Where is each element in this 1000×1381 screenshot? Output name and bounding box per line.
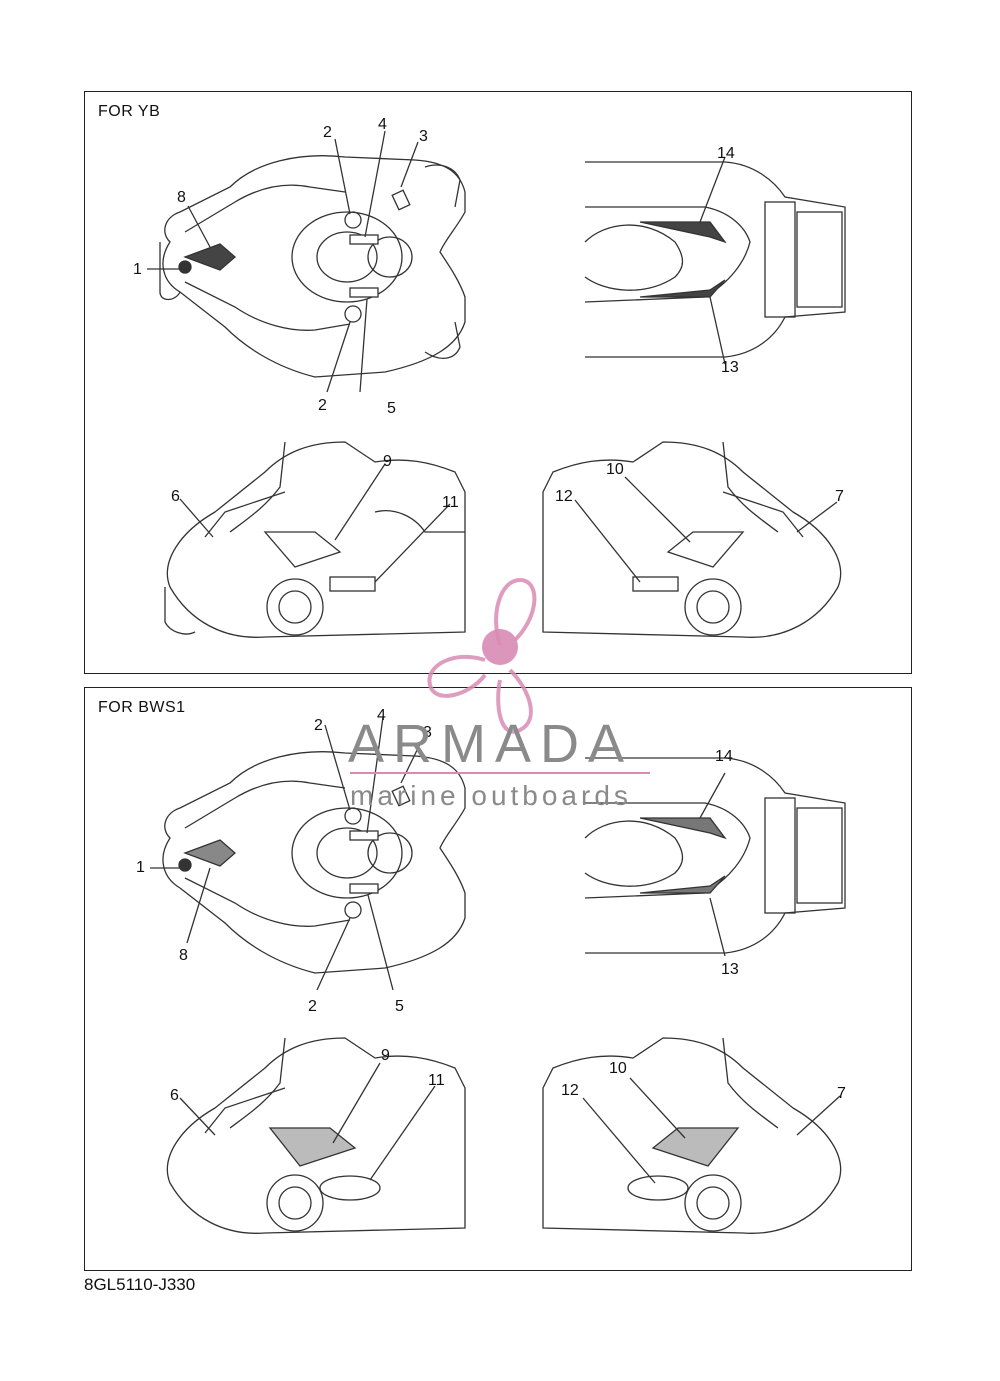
callout-11: 11 <box>428 1072 445 1089</box>
callout-7: 7 <box>837 1085 846 1102</box>
callout-3: 3 <box>423 724 432 741</box>
panel-title: FOR YB <box>98 103 161 120</box>
callout-8: 8 <box>179 947 188 964</box>
callout-6: 6 <box>171 488 180 505</box>
callout-11: 11 <box>442 494 459 511</box>
watermark-brand: ARMADA <box>348 714 634 774</box>
top-view-hull <box>159 155 466 378</box>
side-view-left-hull <box>164 441 466 638</box>
side-view-right-hull <box>542 441 842 638</box>
top-view-hull <box>162 751 466 974</box>
side-view-right-hull <box>542 1037 842 1234</box>
callout-9: 9 <box>381 1047 390 1064</box>
callout-3: 3 <box>419 128 428 145</box>
watercraft-illustrations <box>147 130 846 638</box>
callout-4: 4 <box>377 707 386 724</box>
rear-view-hull <box>584 757 846 954</box>
callout-12: 12 <box>555 488 573 505</box>
callout-13: 13 <box>721 359 739 376</box>
callout-9: 9 <box>383 453 392 470</box>
callout-2: 2 <box>318 397 327 414</box>
document-code: 8GL5110-J330 <box>84 1275 196 1294</box>
callout-4: 4 <box>378 116 387 133</box>
side-view-left-hull <box>166 1037 466 1234</box>
callout-2: 2 <box>323 124 332 141</box>
callout-14: 14 <box>715 748 733 765</box>
callout-10: 10 <box>606 461 624 478</box>
rear-view-hull <box>584 161 846 358</box>
callout-1: 1 <box>133 261 142 278</box>
callout-5: 5 <box>395 998 404 1015</box>
panel-for-yb: FOR YB <box>84 91 912 674</box>
callout-7: 7 <box>835 488 844 505</box>
callout-8: 8 <box>177 189 186 206</box>
callout-10: 10 <box>609 1060 627 1077</box>
watermark-tagline: marine outboards <box>350 780 632 811</box>
panel-title: FOR BWS1 <box>98 699 186 716</box>
callout-5: 5 <box>387 400 396 417</box>
callout-12: 12 <box>561 1082 579 1099</box>
panel-for-bws1: FOR BWS1 <box>84 687 912 1271</box>
callout-6: 6 <box>170 1087 179 1104</box>
watercraft-illustrations <box>150 716 846 1234</box>
callout-1: 1 <box>136 859 145 876</box>
callout-2: 2 <box>314 717 323 734</box>
callout-13: 13 <box>721 961 739 978</box>
callout-2: 2 <box>308 998 317 1015</box>
callout-14: 14 <box>717 145 735 162</box>
watermark-rule <box>350 772 650 774</box>
